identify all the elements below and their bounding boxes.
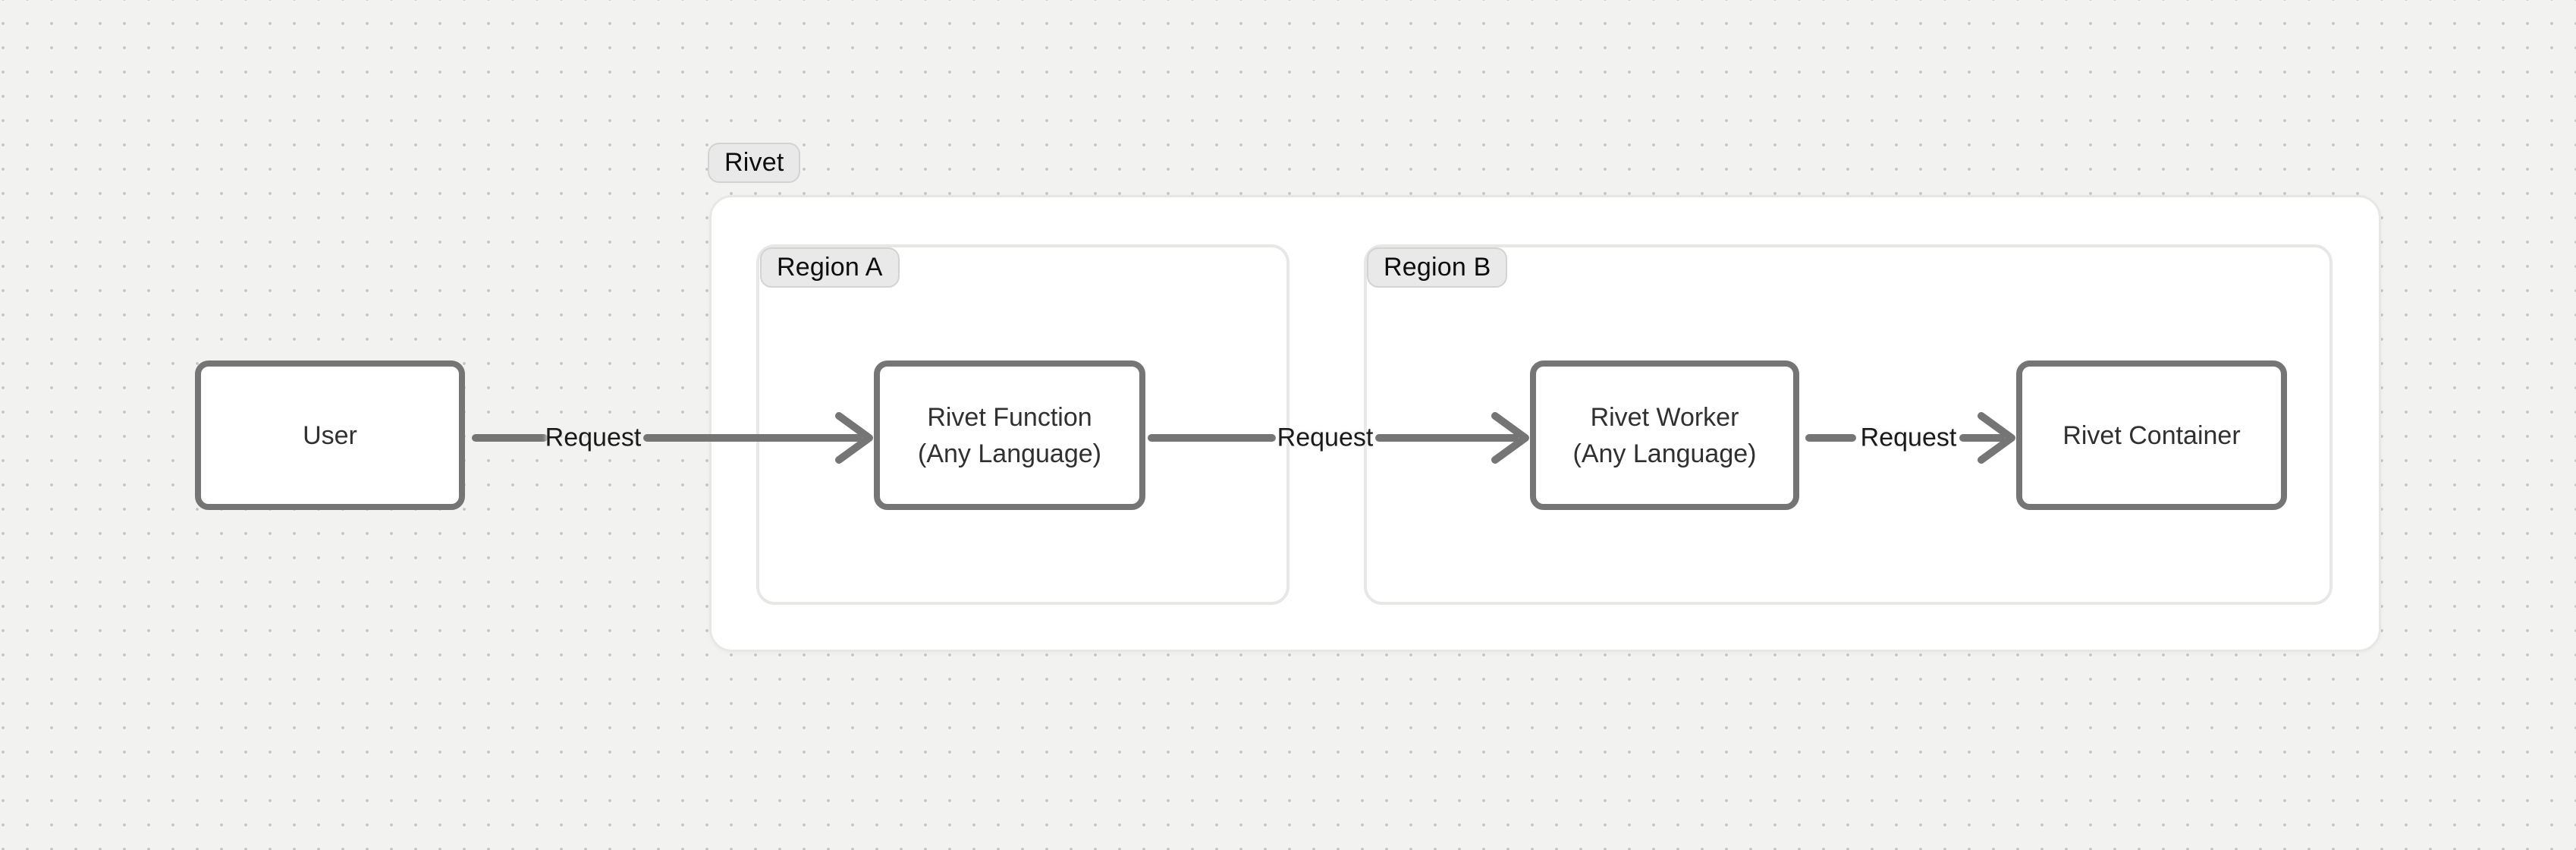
node-user: User: [195, 360, 465, 510]
node-user-label: User: [303, 420, 357, 450]
node-rivet-function-sublabel: (Any Language): [918, 439, 1101, 468]
node-rivet-worker-sublabel: (Any Language): [1572, 439, 1757, 468]
group-region-a-badge: Region A: [760, 247, 900, 288]
edge-function-to-worker-label: Request: [1277, 423, 1374, 452]
node-rivet-function: Rivet Function (Any Language): [874, 360, 1145, 510]
edge-user-to-function-arrowhead-icon: [835, 412, 873, 464]
group-region-b-badge: Region B: [1367, 247, 1508, 288]
node-rivet-worker: Rivet Worker (Any Language): [1530, 360, 1799, 510]
edge-function-to-worker-arrowhead-icon: [1491, 412, 1529, 464]
edge-user-to-function-label: Request: [545, 423, 642, 452]
node-rivet-container: Rivet Container: [2016, 360, 2287, 510]
node-rivet-worker-label: Rivet Worker: [1590, 402, 1739, 432]
edge-worker-to-container-arrowhead-icon: [1978, 412, 2015, 464]
group-rivet-badge: Rivet: [708, 143, 801, 183]
node-rivet-function-label: Rivet Function: [927, 402, 1092, 432]
edge-worker-to-container-label: Request: [1860, 423, 1957, 452]
node-rivet-container-label: Rivet Container: [2062, 420, 2241, 450]
